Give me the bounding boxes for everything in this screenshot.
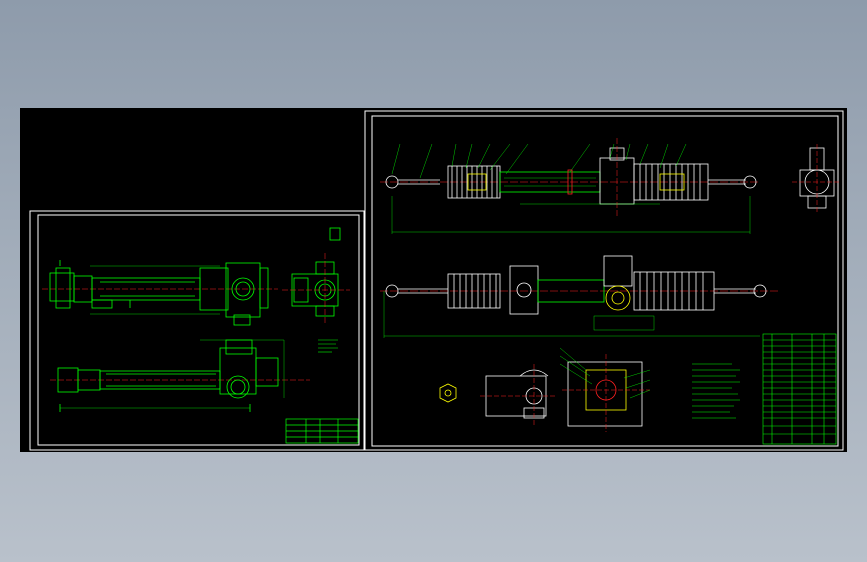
cad-viewport[interactable] <box>20 108 847 452</box>
housing-front-view <box>50 339 310 412</box>
detail-bracket <box>480 364 556 426</box>
cad-drawing <box>29 110 844 451</box>
left-notes <box>318 339 338 353</box>
detail-hex-nut <box>439 383 457 403</box>
rack-end-view <box>792 144 840 214</box>
housing-side-view <box>282 227 350 323</box>
right-sheet <box>364 110 844 451</box>
left-sheet <box>29 210 365 451</box>
rack-assembly-top-view <box>380 138 760 234</box>
technical-notes <box>692 363 740 419</box>
left-title-block <box>285 418 359 444</box>
left-sheet-outer-border <box>29 210 365 451</box>
right-sheet-inner-border <box>371 115 839 447</box>
detail-pinion-section <box>559 347 651 432</box>
right-title-block <box>762 333 837 445</box>
rack-assembly-front-view <box>380 255 780 338</box>
left-sheet-inner-border <box>37 214 360 446</box>
right-sheet-outer-border <box>364 110 844 451</box>
housing-top-view <box>42 260 278 326</box>
